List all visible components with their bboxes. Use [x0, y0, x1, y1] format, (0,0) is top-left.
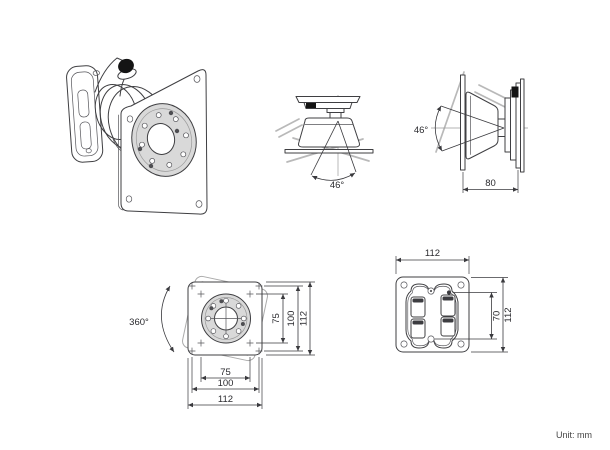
rotation-angle-label: 360° [129, 317, 149, 328]
depth-dimension-label: 80 [485, 178, 496, 189]
front-horizontal-dimensions: 75 100 112 [187, 357, 263, 409]
back-height-dimension: 112 [471, 277, 514, 353]
front-vertical-dimensions: 75 100 112 [256, 281, 315, 356]
top-tilt-view: 46° [275, 95, 374, 191]
tilt-angle-label-side: 46° [414, 125, 429, 136]
vesa-100-vertical-label: 100 [286, 311, 297, 327]
hook-slots [410, 294, 456, 339]
back-plate-view: 112 70 112 [395, 248, 514, 353]
plate-height-label: 112 [299, 311, 310, 326]
isometric-view [66, 57, 208, 215]
side-tilt-view: 46° 80 [414, 71, 528, 193]
back-width-dimension: 112 [395, 248, 470, 274]
vesa-75-vertical-label: 75 [271, 313, 282, 324]
tension-knob [118, 58, 134, 74]
back-height-label: 112 [503, 307, 514, 322]
unit-label: Unit: mm [556, 430, 592, 440]
back-width-label: 112 [425, 248, 440, 259]
back-hole-spacing-label: 70 [492, 311, 503, 322]
back-hole-spacing-dimension: 70 [434, 292, 503, 340]
vesa-100-horizontal-label: 100 [218, 378, 234, 389]
front-rotation-view: 360° 75 100 112 75 [129, 275, 315, 409]
tilt-angle-label-top: 46° [330, 180, 345, 191]
depth-dimension: 80 [462, 170, 519, 193]
vesa-75-horizontal-label: 75 [220, 367, 231, 378]
plate-width-label: 112 [218, 394, 233, 405]
